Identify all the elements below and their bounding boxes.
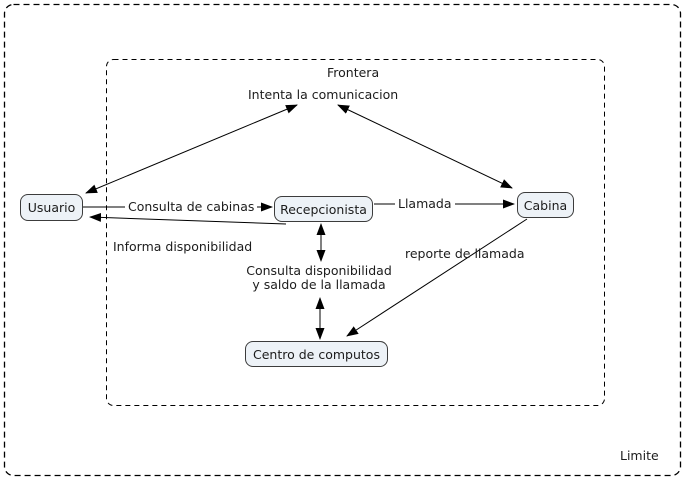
node-recepcionista: Recepcionista [274, 196, 373, 222]
edge-line-informa-disponibilidad [89, 212, 287, 225]
inner-boundary-frontera [106, 59, 605, 406]
edge-label-reporte-de-llamada: reporte de llamada [405, 246, 525, 261]
edge-label-informa-disponibilidad: Informa disponibilidad [113, 239, 253, 254]
edge-label-line1: Consulta disponibilidad [246, 263, 392, 278]
boundary-label-frontera: Frontera [327, 65, 380, 80]
edge-line-intenta-usuario [85, 104, 298, 194]
edge-line-intenta-cabina [337, 104, 513, 189]
edge-label-intenta-la-comunicacion: Intenta la comunicacion [248, 87, 399, 102]
edge-label-consulta-de-cabinas: Consulta de cabinas [125, 200, 258, 214]
edge-label-line2: y saldo de la llamada [252, 277, 386, 292]
boundary-label-limite: Limite [620, 448, 659, 463]
edge-line-reporte-de-llamada [346, 218, 528, 337]
node-cabina: Cabina [517, 192, 574, 218]
edge-label-consulta-disponibilidad-saldo: Consulta disponibilidad y saldo de la ll… [246, 264, 392, 292]
edge-label-llamada: Llamada [395, 197, 455, 211]
node-centro-de-computos: Centro de computos [245, 341, 388, 367]
node-usuario: Usuario [20, 194, 83, 221]
